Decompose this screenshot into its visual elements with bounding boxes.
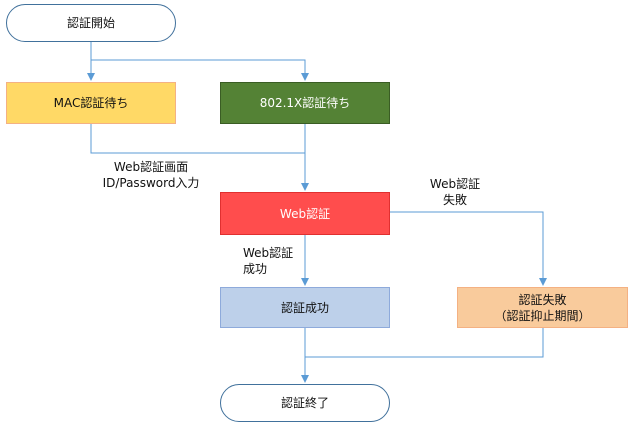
web-login-line2: ID/Password入力 [102,176,200,190]
web-login-edge-label: Web認証画面 ID/Password入力 [96,159,206,191]
web-success-line2: 成功 [243,262,268,276]
end-terminal: 認証終了 [220,384,390,422]
end-label: 認証終了 [280,396,329,410]
mac-wait-box: MAC認証待ち [6,82,176,124]
web-fail-edge-label: Web認証 失敗 [415,176,495,208]
mac-wait-label: MAC認証待ち [53,96,129,110]
start-label: 認証開始 [66,16,115,30]
edge-start-to-dot1x [91,59,309,81]
edge-fail-to-end [305,328,544,358]
web-auth-box: Web認証 [220,192,390,235]
auth-success-box: 認証成功 [220,287,390,328]
web-fail-line2: 失敗 [442,193,467,207]
dot1x-wait-box: 802.1X認証待ち [220,82,390,124]
start-terminal: 認証開始 [6,4,176,42]
web-success-edge-label: Web認証 成功 [243,245,313,277]
auth-success-label: 認証成功 [280,300,329,315]
web-fail-line1: Web認証 [429,177,481,191]
web-auth-label: Web認証 [279,206,331,221]
auth-fail-label: 認証失敗 [518,292,567,307]
web-success-line1: Web認証 [243,246,294,260]
web-login-line1: Web認証画面 [113,160,189,174]
auth-fail-sublabel: （認証抑止期間） [494,308,591,323]
auth-fail-box: 認証失敗 （認証抑止期間） [457,287,628,328]
edge-mac-to-web [90,124,305,154]
dot1x-wait-label: 802.1X認証待ち [259,96,351,110]
edge-web-to-fail [390,211,547,286]
